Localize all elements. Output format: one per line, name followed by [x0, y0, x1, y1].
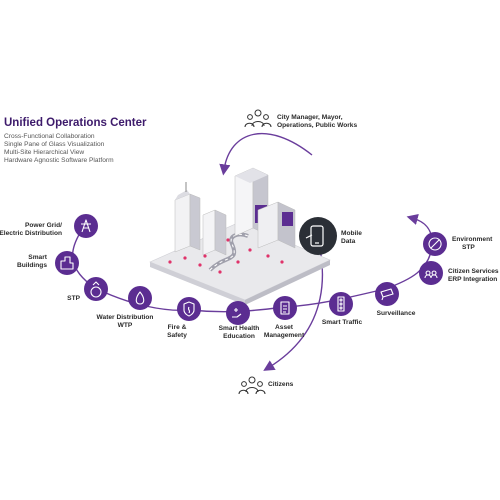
node-label-power-2: Electric Distribution: [0, 230, 62, 237]
node-label-water-2: WTP: [117, 322, 133, 329]
node-circle: [329, 292, 353, 316]
node-circle: [84, 277, 108, 301]
power-tower-icon: [81, 219, 91, 233]
node-circle: [74, 214, 98, 238]
node-label-power-1: Power Grid/: [24, 222, 62, 229]
node-fire-shield: [177, 297, 201, 321]
feature-line-3: Multi-Site Hierarchical View: [4, 149, 85, 156]
node-label-stp: STP: [67, 295, 80, 302]
node-circle: [226, 301, 250, 325]
node-label-citizen-1: Citizen Services: [448, 268, 499, 275]
feature-line-1: Cross-Functional Collaboration: [4, 133, 95, 140]
buildings-icon: [60, 256, 74, 270]
node-circle: [128, 286, 152, 310]
loop-arc: [219, 132, 313, 176]
node-label-traffic: Smart Traffic: [321, 319, 363, 326]
mobile-phone-icon: [305, 225, 324, 247]
node-label-environment-2: STP: [462, 244, 475, 251]
node-health-hand: [226, 301, 250, 325]
node-label-surveillance: Surveillance: [376, 310, 416, 317]
cctv-camera-icon: [380, 288, 394, 301]
node-cctv-camera: [375, 282, 399, 306]
page-title: Unified Operations Center: [4, 117, 147, 129]
node-label-citizen-2: ERP Integration: [448, 276, 498, 283]
node-label-health-2: Education: [223, 333, 255, 340]
node-label-asset-1: Asset: [275, 324, 293, 331]
top-stakeholder-line-1: City Manager, Mayor,: [277, 114, 343, 121]
mobile-label-line-2: Data: [341, 238, 356, 245]
mobile-label-line-1: Mobile: [341, 230, 362, 237]
mobile-data-node: [299, 217, 337, 255]
people-group-icon: [244, 109, 272, 128]
citizens-label: Citizens: [268, 381, 294, 388]
node-circle: [375, 282, 399, 306]
feature-line-2: Single Pane of Glass Visualization: [4, 141, 105, 148]
node-label-fire-2: Safety: [167, 332, 187, 339]
feature-line-4: Hardware Agnostic Software Platform: [4, 157, 114, 164]
node-label-environment-1: Environment: [452, 236, 493, 243]
node-circle: [273, 296, 297, 320]
node-water-drop: [128, 286, 152, 310]
node-citizen-services: [419, 261, 443, 285]
node-traffic-light: [329, 292, 353, 316]
node-buildings: [55, 251, 79, 275]
citizen-services-icon: [424, 270, 438, 279]
node-label-buildings-2: Buildings: [16, 262, 47, 269]
asset-clipboard-icon: [280, 301, 290, 315]
node-circle: [419, 261, 443, 285]
node-label-health-1: Smart Health: [218, 325, 260, 332]
fire-shield-icon: [183, 301, 195, 317]
city-illustration: [149, 167, 331, 305]
node-label-asset-2: Management: [263, 332, 305, 339]
top-stakeholder-line-2: Operations, Public Works: [277, 122, 358, 129]
node-power-tower: [74, 214, 98, 238]
node-asset-clipboard: [273, 296, 297, 320]
node-label-water-1: Water Distribution: [96, 314, 154, 321]
node-label-buildings-1: Smart: [28, 254, 47, 261]
health-hand-icon: [232, 308, 242, 318]
node-leaf-globe: [423, 232, 447, 256]
node-water-treatment: [84, 277, 108, 301]
traffic-light-icon: [337, 296, 345, 312]
citizens-icon: [238, 376, 266, 395]
water-drop-icon: [135, 291, 145, 305]
node-circle: [55, 251, 79, 275]
node-label-fire-1: Fire &: [167, 324, 187, 331]
water-treatment-icon: [90, 281, 102, 298]
leaf-globe-icon: [428, 237, 442, 251]
